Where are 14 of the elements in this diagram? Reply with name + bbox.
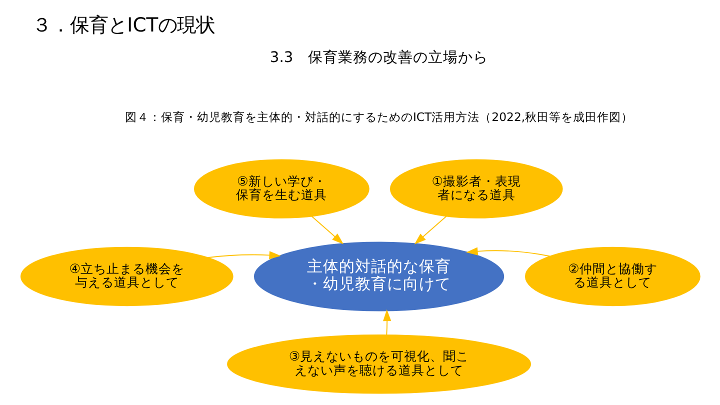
label: 3.3 保育業務の改善の立場から: [269, 49, 488, 66]
label: 図４：保育・幼児教育を主体的・対話的にするためのICT活用方法（2022,秋田等を成田作図）: [124, 110, 633, 124]
node-ellipse: ③見えないものを可視化、聞こえない声を聴ける道具として: [226, 334, 531, 394]
node-ellipse: ②仲間と協働する道具として: [524, 246, 700, 306]
node-ellipse: 主体的対話的な保育・幼児教育に向けて: [253, 242, 504, 312]
node-ellipse: ④立ち止まる機会を与える道具として: [20, 246, 233, 306]
diagram-title: ３．保育とICTの現状: [31, 13, 215, 36]
arrow: [310, 216, 344, 244]
arrow: [414, 215, 447, 244]
arrow: [466, 247, 550, 257]
node-ellipse: ①撮影者・表現者になる道具: [389, 159, 562, 218]
arrow: [206, 251, 280, 260]
arrow: [382, 309, 391, 336]
node-ellipse: ⑤新しい学び・保育を生む道具: [193, 159, 369, 218]
